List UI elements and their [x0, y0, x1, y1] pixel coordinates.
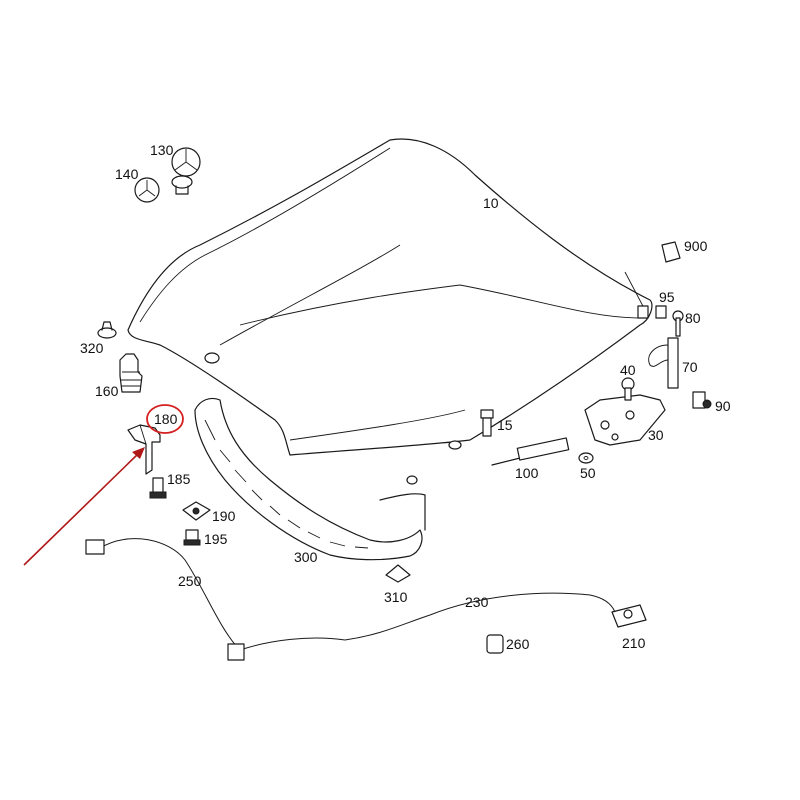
label-10: 10	[483, 195, 499, 211]
label-180: 180	[154, 411, 178, 427]
label-90: 90	[715, 398, 731, 414]
label-30: 30	[648, 427, 664, 443]
label-80: 80	[685, 310, 701, 326]
label-100: 100	[515, 465, 539, 481]
highlight-arrow	[23, 451, 141, 566]
label-160: 160	[95, 383, 119, 399]
gas-strut	[491, 437, 570, 466]
clip-190	[182, 501, 211, 521]
label-15: 15	[497, 417, 513, 433]
nut-195	[183, 529, 201, 546]
clip-310	[385, 564, 411, 583]
label-140: 140	[115, 166, 139, 182]
star-emblem	[171, 147, 201, 195]
bolt-80	[672, 310, 684, 337]
hood-bracket	[127, 424, 161, 475]
latch-striker	[480, 409, 494, 437]
label-tag	[624, 241, 681, 319]
label-130: 130	[150, 142, 174, 158]
hood-panel	[127, 138, 653, 485]
label-320: 320	[80, 340, 104, 356]
clip-95	[655, 305, 667, 319]
release-cable-230	[344, 592, 616, 641]
label-185: 185	[167, 471, 191, 487]
highlight-marker	[23, 404, 184, 566]
label-250: 250	[178, 573, 202, 589]
clip-90	[692, 391, 712, 409]
label-210: 210	[622, 635, 646, 651]
highlight-arrowhead	[132, 447, 145, 459]
release-handle	[611, 604, 647, 628]
label-230: 230	[465, 594, 489, 610]
label-40: 40	[620, 362, 636, 378]
bump-stop	[97, 321, 117, 339]
rubber-buffer	[119, 353, 143, 393]
release-cable-250	[85, 538, 346, 661]
emblem-badge	[134, 177, 160, 203]
bolt-40	[621, 377, 635, 401]
highlight-circle	[146, 404, 184, 434]
label-300: 300	[294, 549, 318, 565]
label-260: 260	[506, 636, 530, 652]
label-70: 70	[682, 359, 698, 375]
label-900: 900	[684, 238, 708, 254]
clip-260	[486, 634, 504, 654]
sensor-70	[648, 337, 679, 389]
label-95: 95	[659, 289, 675, 305]
hood-seal-strip	[194, 397, 426, 561]
hood-hinge	[584, 394, 666, 446]
washer-50	[578, 452, 594, 464]
bolt-185	[149, 477, 167, 499]
label-50: 50	[580, 465, 596, 481]
label-190: 190	[212, 508, 236, 524]
label-195: 195	[204, 531, 228, 547]
label-310: 310	[384, 589, 408, 605]
